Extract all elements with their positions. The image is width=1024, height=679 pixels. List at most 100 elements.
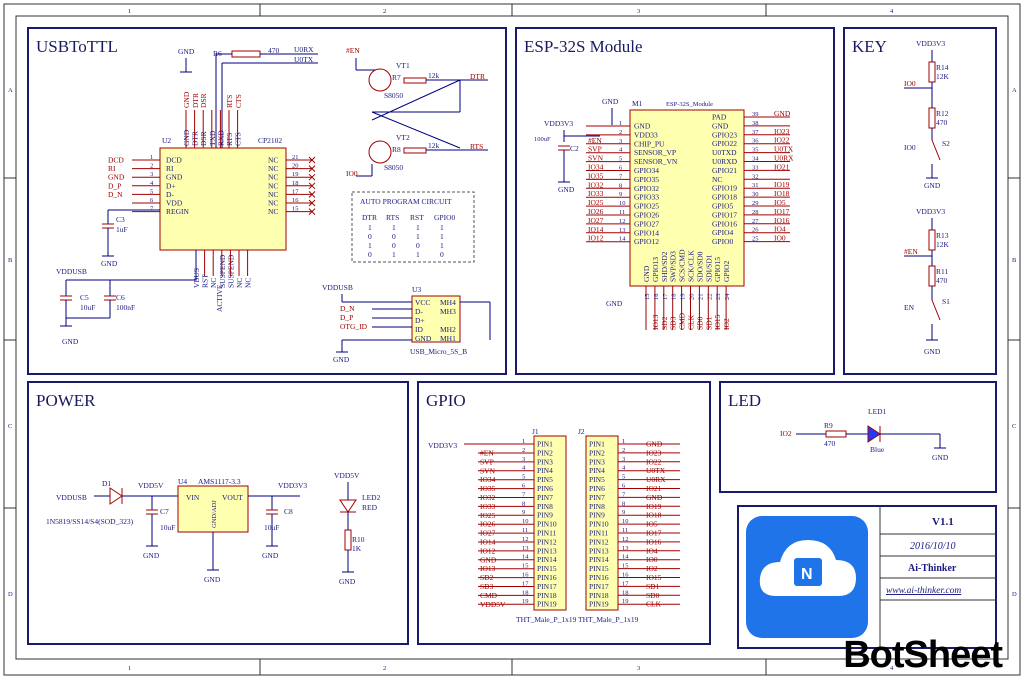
gpio-panel: GPIO VDD3V3 J1 J2 PIN11PIN22PIN33PIN44PI…	[417, 381, 711, 645]
row-marker: D	[1012, 591, 1017, 598]
net-label: IO2	[646, 564, 658, 573]
table-cell: 1	[440, 232, 444, 241]
c6-ref: C6	[116, 293, 125, 302]
net-label: GND	[182, 91, 191, 108]
u0tx-net: U0TX	[294, 55, 314, 64]
c2-ref: C2	[570, 144, 579, 153]
pin-label: PIN8	[589, 502, 605, 511]
net-label: SD3	[669, 316, 678, 330]
pin-label: PIN17	[589, 582, 609, 591]
net-label: GND	[646, 440, 663, 449]
j1-pins: PIN11PIN22PIN33PIN44PIN55PIN66PIN77PIN88…	[464, 438, 557, 609]
pin-label: GPIO21	[712, 166, 737, 175]
r10-value: 1K	[352, 544, 362, 553]
led1-diode	[867, 425, 881, 443]
row-marker: C	[8, 423, 12, 430]
pin-number: 19	[292, 171, 299, 178]
rts-net: RTS	[470, 142, 483, 151]
net-label: SD1	[704, 316, 713, 330]
pin-label: GPIO26	[634, 211, 659, 220]
pin-number: 19	[680, 294, 687, 301]
s2-switch	[931, 139, 941, 161]
gnd-label: GND	[204, 575, 221, 584]
pin-label: U0TXD	[712, 148, 737, 157]
pin-number: 13	[622, 545, 629, 552]
pin-number: 8	[622, 500, 625, 507]
pin-number: 6	[150, 197, 154, 204]
gnd-label: GND	[143, 551, 160, 560]
col-marker: 1	[128, 8, 131, 15]
table-cell: 1	[416, 250, 420, 259]
col-marker: 3	[637, 8, 640, 15]
pin-number: 2	[622, 447, 625, 454]
net-label: OTG_ID	[340, 322, 368, 331]
no-connect-mark	[308, 199, 316, 207]
esp-panel-title: ESP-32S Module	[524, 37, 643, 56]
net-label: IO18	[646, 511, 662, 520]
net-label: IO0	[774, 234, 786, 243]
pin-number: 3	[622, 456, 625, 463]
pin-label: D+	[166, 181, 176, 190]
net-label: U0TX	[774, 145, 794, 154]
net-label: IO17	[646, 529, 662, 538]
net-label: D_N	[108, 190, 123, 199]
pin-label: GND	[634, 122, 651, 131]
pin-label: PIN2	[589, 448, 605, 457]
cp2102-left-pins: DCD1RI2GND3D+4D-5VDD6REGIN7DCDRIGNDD_PD_…	[108, 154, 189, 216]
website: www.ai-thinker.com	[886, 586, 961, 596]
table-cell: 1	[392, 250, 396, 259]
vdd5v-label: VDD5V	[138, 481, 164, 490]
pin-number: 38	[752, 120, 759, 127]
pin-number: 19	[522, 598, 529, 605]
usb-panel-title: USBToTTL	[36, 37, 118, 56]
vt2-type: S8050	[384, 163, 403, 172]
c8-ref: C8	[284, 507, 293, 516]
pin-label: GPIO33	[634, 193, 659, 202]
title-block: V1.1 2016/10/10 Ai-Thinker www.ai-thinke…	[737, 505, 997, 649]
net-label: IO32	[588, 180, 604, 189]
gnd-label: GND	[62, 337, 79, 346]
pin-number: 20	[689, 294, 696, 301]
pin-label: GPIO16	[712, 219, 737, 228]
net-label: IO19	[646, 502, 662, 511]
pin-label: GND	[712, 121, 729, 130]
pin-label: PIN8	[537, 502, 553, 511]
net-label: IO14	[588, 225, 604, 234]
table-cell: 0	[392, 241, 396, 250]
pin-label: GPIO12	[634, 237, 659, 246]
row-marker: C	[1012, 423, 1016, 430]
r12-ref: R12	[936, 109, 949, 118]
net-label: IO2	[722, 318, 731, 330]
table-cell: 1	[392, 223, 396, 232]
net-label: IO5	[774, 198, 786, 207]
table-cell: 1	[440, 223, 444, 232]
row-marker: B	[1012, 257, 1017, 264]
u4-name: AMS1117-3.3	[198, 477, 241, 486]
pin-label: PIN15	[537, 564, 557, 573]
pin-label: PIN7	[589, 493, 605, 502]
company: Ai-Thinker	[908, 563, 957, 574]
net-label: IO16	[774, 216, 790, 225]
en-net: #EN	[904, 247, 918, 256]
table-cell: 0	[368, 232, 372, 241]
r14-ref: R14	[936, 63, 949, 72]
no-connect-mark	[308, 191, 316, 198]
net-label: IO5	[646, 520, 658, 529]
io2-net: IO2	[780, 429, 792, 438]
pin-number: 1	[522, 438, 525, 445]
pin-label: SDI/SD1	[704, 254, 713, 282]
key-panel: KEY VDD3V3 R14 12K IO0 R12 470 S2 IO0 GN…	[843, 27, 997, 375]
r11-value: 470	[936, 276, 948, 285]
table-header: GPIO0	[434, 213, 456, 222]
pin-label: SCS/CMD	[678, 249, 687, 282]
pin-number: 9	[619, 191, 622, 198]
cp2102-ref: U2	[162, 136, 171, 145]
pin-number: 4	[622, 465, 626, 472]
pin-label: PIN9	[537, 511, 553, 520]
pin-number: 13	[619, 227, 626, 234]
pin-label: PIN15	[589, 564, 609, 573]
pin-label: GPIO5	[712, 202, 734, 211]
pin-label: PIN6	[537, 484, 553, 493]
ams1117-regulator	[177, 485, 249, 533]
